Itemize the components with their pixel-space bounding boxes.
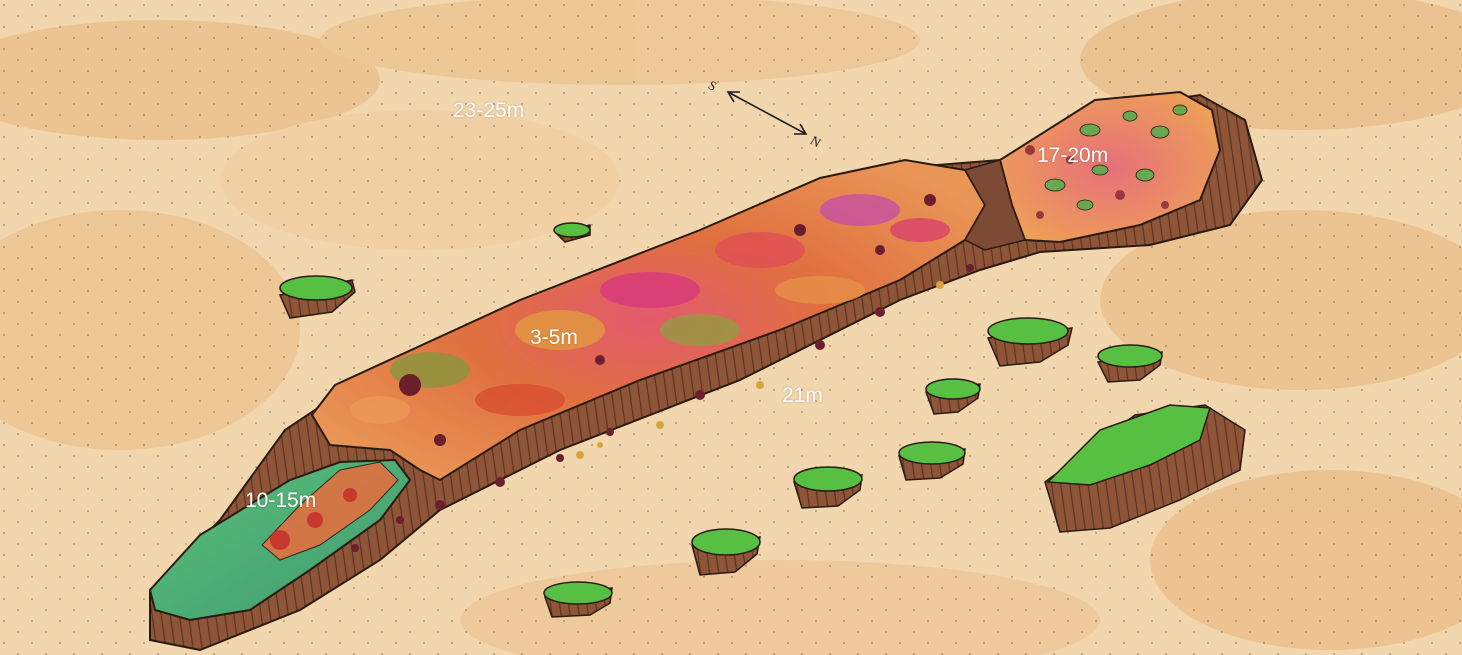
depth-label-reef-top: 3-5m bbox=[530, 327, 578, 348]
depth-label-north-reef: 17-20m bbox=[1037, 145, 1108, 166]
depth-label-surrounding-sand: 23-25m bbox=[453, 100, 524, 121]
depth-label-south-reef: 10-15m bbox=[245, 490, 316, 511]
depth-label-reef-wall: 21m bbox=[782, 385, 823, 406]
